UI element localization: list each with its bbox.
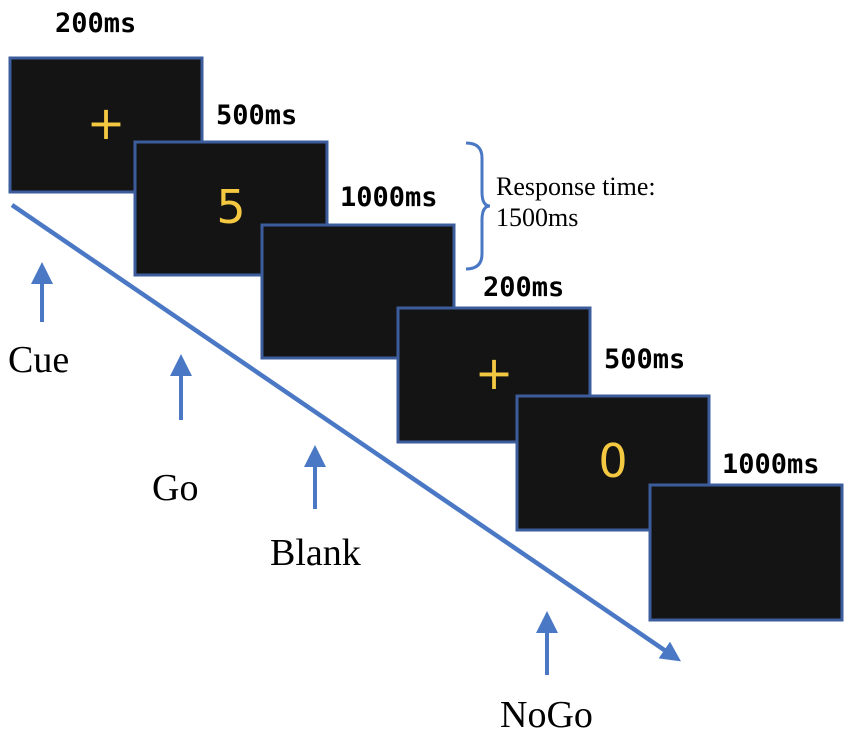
response-time-value: 1500ms: [496, 203, 578, 232]
up-arrow-icon: [304, 445, 326, 509]
duration-label: 1000ms: [722, 449, 820, 480]
duration-label: 1000ms: [340, 182, 438, 213]
stimulus-symbol: 5: [216, 180, 245, 234]
up-arrow-icon: [536, 611, 558, 675]
up-arrow-icon: [31, 262, 53, 322]
duration-label: 200ms: [483, 272, 564, 303]
stimulus-symbol: +: [87, 96, 126, 150]
up-arrow-icon: [170, 354, 192, 420]
cue-label: Cue: [8, 339, 69, 381]
duration-label: 500ms: [216, 100, 297, 131]
curly-brace-icon: [465, 141, 491, 271]
timeline-arrow: [10, 203, 682, 662]
response-time-label: Response time:: [496, 172, 656, 201]
go-label: Go: [152, 467, 198, 509]
screen-frame: [648, 483, 844, 622]
stimulus-screen-2: 5 500ms: [133, 100, 329, 277]
duration-label: 500ms: [604, 344, 685, 375]
stimulus-screen-4: + 200ms: [396, 272, 592, 444]
stimulus-screen-6: 1000ms: [648, 449, 844, 622]
stimulus-symbol: 0: [598, 434, 627, 488]
screen-frame: [396, 306, 592, 444]
duration-label: 200ms: [55, 8, 136, 39]
nogo-label: NoGo: [500, 694, 593, 735]
stimulus-symbol: +: [475, 346, 514, 400]
blank-label: Blank: [270, 532, 361, 574]
